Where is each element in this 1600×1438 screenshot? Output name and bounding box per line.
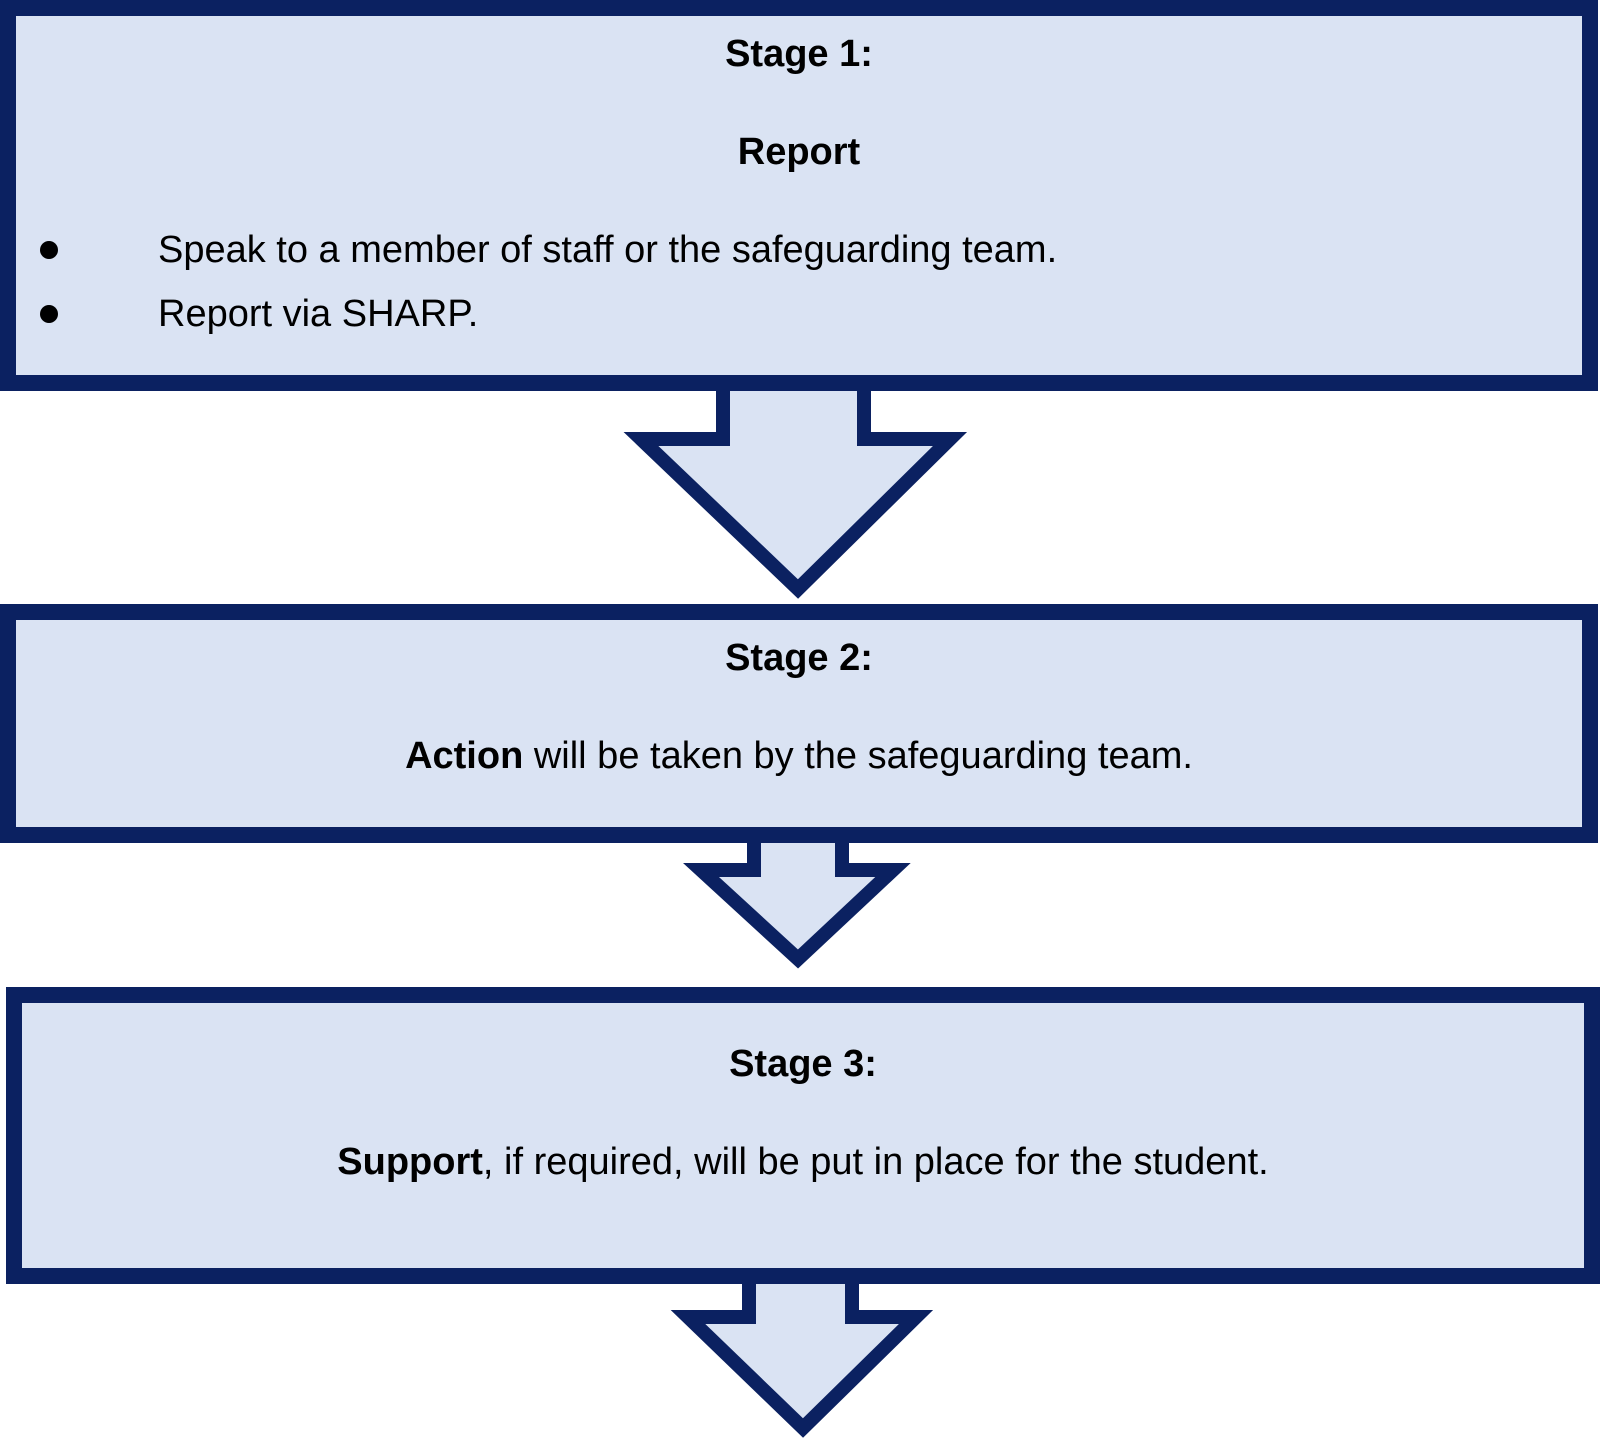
stage-3-text: Support, if required, will be put in pla… <box>22 1139 1584 1185</box>
bullet-icon <box>40 241 58 259</box>
stage-2-title: Stage 2: <box>725 637 873 679</box>
arrow-stage2-to-stage3 <box>683 821 911 969</box>
stage-2-text: Action will be taken by the safeguarding… <box>16 733 1582 779</box>
list-item: Report via SHARP. <box>16 291 1582 355</box>
stage-1-subtitle: Report <box>737 131 861 173</box>
stage-2-emphasis: Action <box>405 735 524 777</box>
stage-1-title: Stage 1: <box>725 33 873 75</box>
stage-3-body: , if required, will be put in place for … <box>482 1141 1269 1183</box>
arrow-stage1-to-stage2 <box>623 370 968 599</box>
list-item: Speak to a member of staff or the safegu… <box>16 227 1582 291</box>
stage-2-body: will be taken by the safeguarding team. <box>523 735 1193 777</box>
stage-2-box: Stage 2: Action will be taken by the saf… <box>0 604 1598 843</box>
stage-1-bullet-list: Speak to a member of staff or the safegu… <box>16 227 1582 355</box>
stage-3-box: Stage 3: Support, if required, will be p… <box>6 987 1600 1284</box>
stage-1-bullet-text: Speak to a member of staff or the safegu… <box>158 229 1058 271</box>
stage-1-bullet-text: Report via SHARP. <box>158 293 479 335</box>
bullet-icon <box>40 305 58 323</box>
stage-3-emphasis: Support <box>337 1141 483 1183</box>
arrow-stage3-out <box>670 1263 934 1438</box>
stage-1-box: Stage 1: Report Speak to a member of sta… <box>0 0 1598 391</box>
stage-3-title: Stage 3: <box>729 1043 877 1085</box>
